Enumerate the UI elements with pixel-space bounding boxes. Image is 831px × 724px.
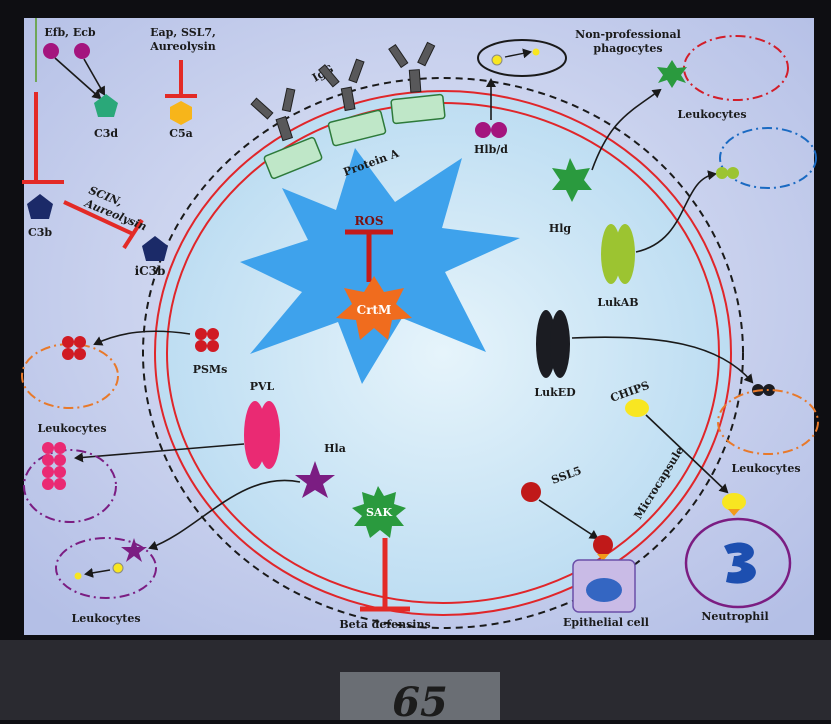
- leukocyte-left-label: Leukocytes: [37, 422, 106, 435]
- nonpro-dot-icon: [533, 49, 540, 56]
- hla-label: Hla: [324, 442, 346, 455]
- page-number: 65: [392, 679, 448, 720]
- aureolysin-top-label: Aureolysin: [149, 40, 216, 53]
- eap-label: Eap, SSL7,: [150, 26, 216, 39]
- c5a-label: C5a: [169, 127, 193, 140]
- c3b-label: C3b: [28, 226, 52, 239]
- sak-label: SAK: [366, 506, 392, 519]
- neutrophil-chips-icon: [722, 493, 746, 511]
- efb-ecb-label: Efb, Ecb: [44, 26, 96, 39]
- ecb-icon: [74, 43, 90, 59]
- leukocyte-lukab-icon-1: [716, 167, 728, 179]
- hlb-icon-2: [491, 122, 507, 138]
- epithelial-nucleus-icon: [586, 578, 622, 602]
- leukocyte-bottom-label: Leukocytes: [71, 612, 140, 625]
- leukocyte-right-label: Leukocytes: [731, 462, 800, 475]
- pvl-label: PVL: [250, 380, 275, 393]
- luked-label: LukED: [534, 386, 576, 399]
- leukocyte-hla-dot-icon: [75, 573, 82, 580]
- neutrophil-label: Neutrophil: [701, 610, 768, 623]
- ssl5-icon: [521, 482, 541, 502]
- chips-icon: [625, 399, 649, 417]
- psms-label: PSMs: [193, 363, 228, 376]
- hlb-label: Hlb/d: [474, 143, 508, 156]
- efb-icon: [43, 43, 59, 59]
- crtm-label: CrtM: [357, 303, 392, 317]
- nonpro-label-2: phagocytes: [593, 42, 662, 55]
- leukocyte-lukab-icon-2: [727, 167, 739, 179]
- cell-outer-membrane: [155, 91, 731, 615]
- leukocyte-top-label: Leukocytes: [677, 108, 746, 121]
- beta-defensins-label: Beta defensins: [339, 618, 430, 631]
- pvl-icon-2: [258, 401, 280, 469]
- ic3b-label: iC3b: [135, 264, 166, 278]
- epithelial-ssl5-icon: [593, 535, 613, 555]
- lukab-icon-2: [615, 224, 635, 284]
- hlg-label: Hlg: [549, 222, 572, 235]
- lukab-label: LukAB: [597, 296, 638, 309]
- leukocyte-hla-cargo-icon: [113, 563, 123, 573]
- nonpro-label-1: Non-professional: [575, 28, 681, 41]
- luked-icon-2: [550, 310, 570, 378]
- hlb-icon-1: [475, 122, 491, 138]
- nonpro-cargo-icon: [492, 55, 502, 65]
- epithelial-label: Epithelial cell: [563, 616, 649, 629]
- protein-a-block-3: [391, 94, 445, 123]
- c3d-label: C3d: [94, 127, 118, 140]
- ros-label: ROS: [354, 214, 383, 228]
